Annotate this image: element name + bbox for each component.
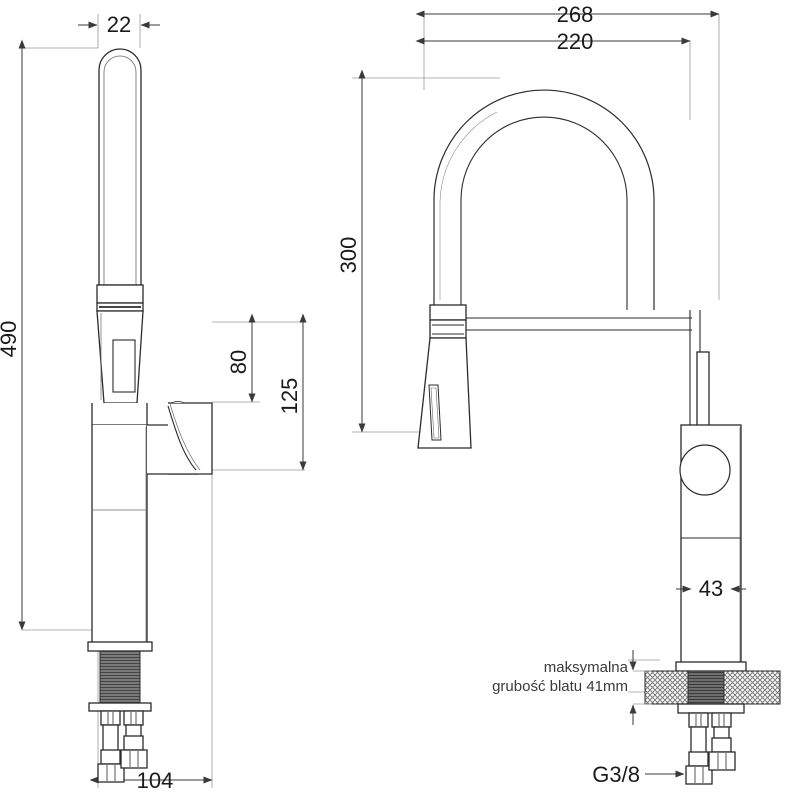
worktop-thickness-note: maksymalna grubość blatu 41mm [492, 650, 652, 725]
dim-104: 104 [89, 768, 213, 793]
thread-size-callout: G3/8 [592, 762, 685, 787]
worktop-note-line1: maksymalna [544, 659, 629, 676]
dim-490: 490 [0, 39, 26, 631]
dim-80-label: 80 [226, 350, 251, 374]
dim-268-label: 268 [557, 2, 594, 27]
left-side-view: 22 490 80 125 104 [0, 12, 307, 793]
worktop-note-line2: grubość blatu 41mm [492, 678, 628, 695]
dim-43: 43 [676, 576, 746, 601]
dim-300-label: 300 [336, 237, 361, 274]
dim-22: 22 [78, 12, 160, 37]
dim-220: 220 [415, 29, 691, 54]
right-front-view: 268 220 300 [336, 2, 781, 787]
left-extension-lines [22, 14, 305, 788]
dim-125: 125 [277, 313, 307, 471]
worktop-slab [644, 670, 781, 705]
dim-268: 268 [415, 2, 720, 27]
dim-125-label: 125 [277, 378, 302, 415]
dim-490-label: 490 [0, 321, 21, 358]
dim-43-label: 43 [699, 576, 723, 601]
dim-80: 80 [226, 313, 256, 403]
dim-22-label: 22 [107, 12, 131, 37]
dim-300: 300 [336, 69, 366, 433]
right-faucet-outline [417, 89, 781, 785]
dim-104-label: 104 [137, 768, 174, 793]
left-faucet-outline [87, 48, 213, 783]
thread-size-label: G3/8 [592, 762, 640, 787]
dim-220-label: 220 [557, 29, 594, 54]
